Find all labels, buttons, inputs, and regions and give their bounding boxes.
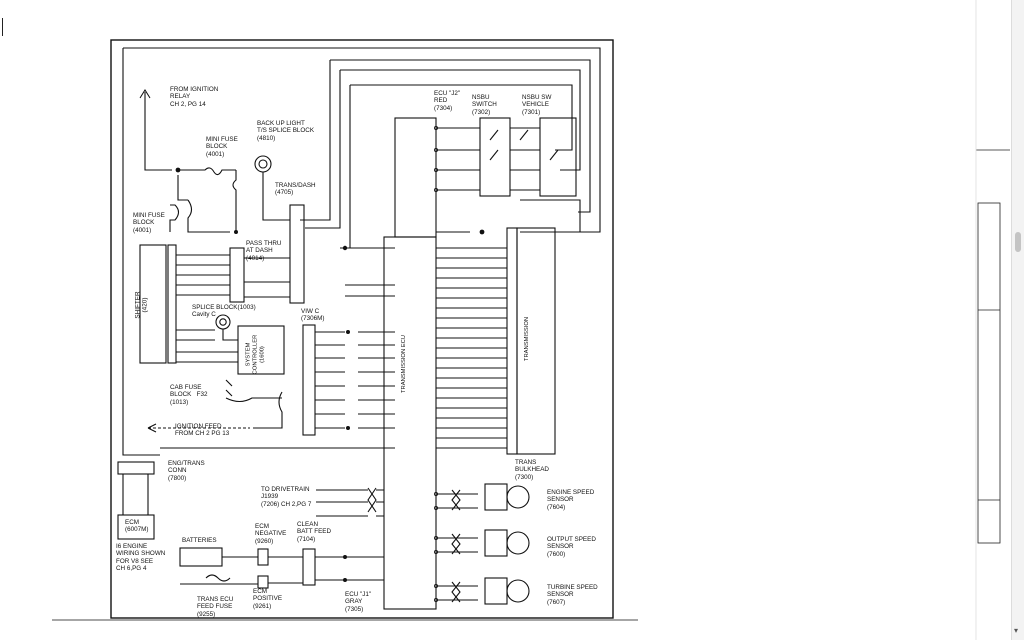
output-speed-sensor-label: OUTPUT SPEED SENSOR (7600) — [547, 536, 596, 558]
trans-bulkhead-label: TRANS BULKHEAD (7300) — [515, 459, 549, 481]
diagram-frame — [110, 39, 614, 619]
to-drivetrain-label: TO DRIVETRAIN J1939 (7206) CH 2,PG 7 — [261, 486, 312, 508]
trans-ecu-feed-fuse-label: TRANS ECU FEED FUSE (9255) — [197, 596, 234, 618]
transmission-label: TRANSMISSION — [524, 316, 531, 362]
ecm-label: ECM (6007M) — [125, 519, 149, 534]
i6-engine-note: I6 ENGINE WIRING SHOWN FOR V8 SEE CH 6,P… — [116, 543, 166, 573]
ecu-j2-label: ECU "J2" RED (7304) — [434, 90, 461, 112]
engine-speed-sensor-label: ENGINE SPEED SENSOR (7604) — [547, 489, 595, 511]
ecm-negative-label: ECM NEGATIVE (9260) — [255, 523, 287, 545]
cab-fuse-block-label: CAB FUSE BLOCK F32 (1013) — [170, 384, 208, 406]
scroll-down-arrow-icon[interactable]: ▾ — [1014, 626, 1019, 635]
ecu-j1-label: ECU "J1" GRAY (7305) — [345, 591, 372, 613]
back-up-light-label: BACK UP LIGHT T/S SPLICE BLOCK (4810) — [257, 120, 315, 142]
eng-trans-conn-label: ENG/TRANS CONN (7800) — [168, 460, 205, 482]
text-cursor-mark — [2, 18, 3, 36]
ignition-feed-label: IGNITION FEED FROM CH 2 PG 13 — [175, 423, 230, 438]
from-ignition-relay-label: FROM IGNITION RELAY CH 2, PG 14 — [170, 86, 219, 108]
shifter-label: SHIFTER (420) — [134, 291, 149, 319]
scrollbar-thumb[interactable] — [1015, 232, 1021, 252]
transmission-ecu-label: TRANSMISSION ECU — [400, 335, 407, 393]
clean-batt-feed-label: CLEAN BATT FEED (7104) — [297, 521, 332, 543]
nsbu-sw-vehicle-label: NSBU SW VEHICLE (7301) — [522, 94, 552, 116]
turbine-speed-sensor-label: TURBINE SPEED SENSOR (7607) — [547, 584, 598, 606]
batteries-label: BATTERIES — [182, 537, 217, 544]
mini-fuse-block-left-label: MINI FUSE BLOCK (4001) — [133, 212, 165, 234]
ecm-positive-label: ECM POSITIVE (9261) — [253, 588, 283, 610]
pass-thru-label: PASS THRU AT DASH (4014) — [246, 240, 282, 262]
adjacent-page-strip — [975, 0, 1010, 640]
vertical-scrollbar[interactable]: ▾ — [1011, 0, 1024, 640]
system-controller-label: SYSTEM CONTROLLER (1600) — [245, 334, 266, 375]
splice-block-label: SPLICE BLOCK(1003) Cavity C — [192, 304, 256, 319]
mini-fuse-block-top-label: MINI FUSE BLOCK (4001) — [206, 136, 238, 158]
trans-dash-label: TRANS/DASH (4705) — [275, 182, 316, 197]
nsbu-switch-label: NSBU SWITCH (7302) — [472, 94, 497, 116]
viw-c-label: VIW C (7306M) — [301, 308, 325, 323]
